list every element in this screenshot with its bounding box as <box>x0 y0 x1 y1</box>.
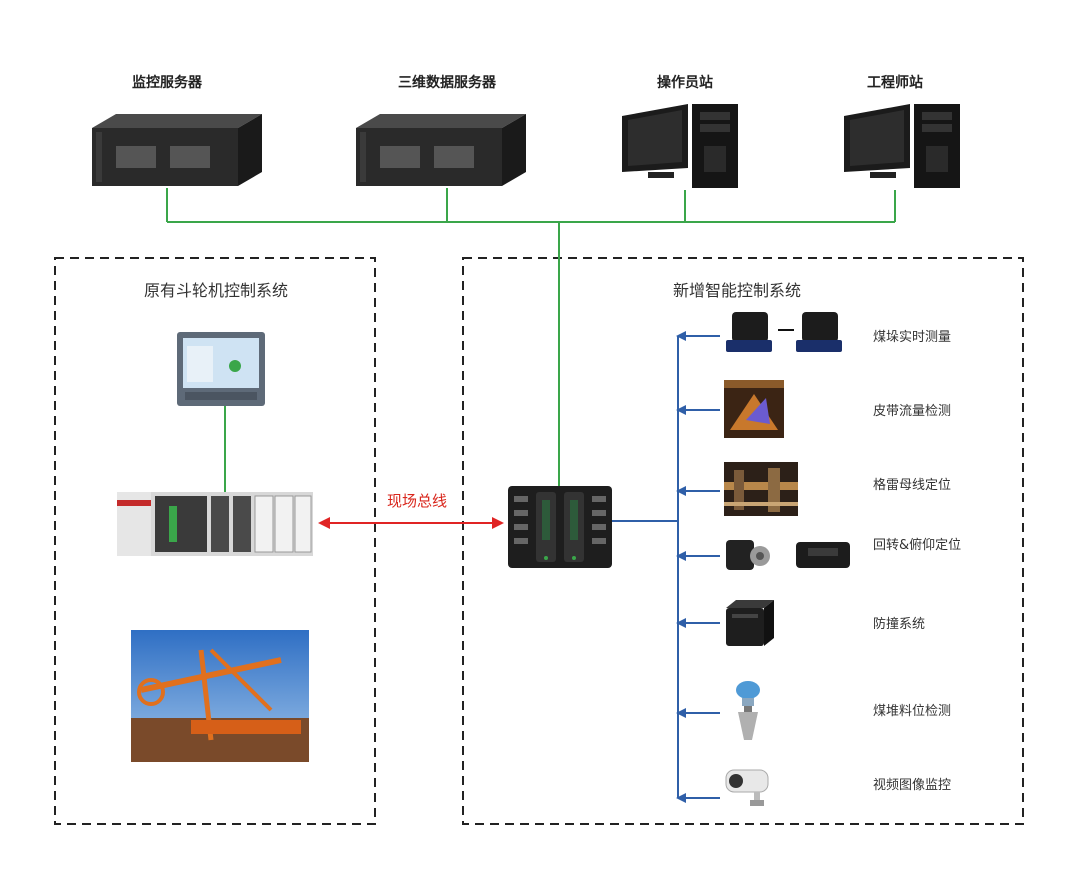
monitor-server-label: 监控服务器 <box>132 75 202 91</box>
hmi-panel-icon <box>177 332 265 406</box>
bucket-wheel-photo <box>131 630 309 762</box>
encoder-inclinometer-icon <box>726 540 850 570</box>
plc-rack-icon <box>117 492 313 556</box>
operator-station-label: 操作员站 <box>657 75 713 91</box>
engineer-station-label: 工程师站 <box>867 75 923 91</box>
smart-controller-icon <box>508 486 612 568</box>
engineer-workstation-icon <box>844 104 960 188</box>
operator-workstation-icon <box>622 104 738 188</box>
new-system-title: 新增智能控制系统 <box>672 281 801 300</box>
device-label-belt-flow: 皮带流量检测 <box>873 404 952 419</box>
fieldbus-label: 现场总线 <box>387 492 448 510</box>
device-label-slew-pitch: 回转&俯仰定位 <box>873 538 962 553</box>
3d-data-server-label: 三维数据服务器 <box>398 75 496 91</box>
device-label-level-detect: 煤堆料位检测 <box>873 704 952 719</box>
device-label-anti-collision: 防撞系统 <box>873 617 926 632</box>
level-radar-icon <box>736 681 760 740</box>
network-lines <box>166 188 896 494</box>
gray-bus-photo <box>724 462 798 516</box>
device-bus-lines <box>612 331 720 803</box>
device-label-video: 视频图像监控 <box>873 778 952 793</box>
cctv-camera-icon <box>725 769 769 806</box>
device-label-coal-pile: 煤垛实时测量 <box>873 330 952 345</box>
fieldbus-line <box>318 517 504 529</box>
monitor-server-icon <box>92 114 262 186</box>
device-label-gray-bus: 格雷母线定位 <box>873 478 952 493</box>
lidar-sensor-icon <box>726 312 842 352</box>
right-group-frame <box>462 257 1024 825</box>
3d-data-server-icon <box>356 114 526 186</box>
left-group-frame <box>54 257 376 825</box>
belt-flow-photo <box>724 380 784 438</box>
anti-collision-radar-icon <box>726 600 774 646</box>
legacy-system-title: 原有斗轮机控制系统 <box>143 281 288 300</box>
